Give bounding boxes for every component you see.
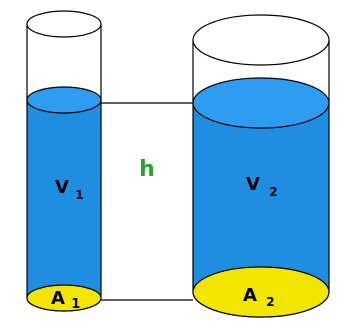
wide-cylinder-base-area	[192, 266, 330, 318]
narrow-cylinder-water-surface	[26, 86, 102, 114]
volume-2-subscript: 2	[269, 185, 277, 199]
volume-1-subscript: 1	[75, 188, 83, 202]
wide-cylinder-water-surface	[192, 77, 330, 129]
area-1-label: A 1	[51, 288, 80, 312]
wide-cylinder-rim	[192, 14, 330, 66]
narrow-cylinder-empty-walls	[26, 24, 102, 100]
volume-2-label: V 2	[246, 174, 278, 199]
narrow-cylinder-base-area	[26, 284, 102, 312]
area-1-letter: A	[51, 288, 65, 309]
narrow-cylinder	[26, 10, 102, 312]
area-1-subscript: 1	[71, 297, 80, 312]
narrow-cylinder-rim	[26, 10, 102, 38]
height-label: h	[139, 157, 155, 182]
narrow-cylinder-water-body	[26, 99, 102, 312]
wide-cylinder	[192, 14, 330, 318]
area-2-subscript: 2	[266, 295, 274, 309]
volume-2-letter: V	[246, 174, 260, 195]
wide-cylinder-empty-walls	[192, 40, 330, 100]
volume-1-letter: V	[55, 177, 69, 198]
volume-1-label: V 1	[55, 177, 84, 202]
area-2-letter: A	[243, 285, 257, 306]
area-2-label: A 2	[243, 285, 275, 309]
